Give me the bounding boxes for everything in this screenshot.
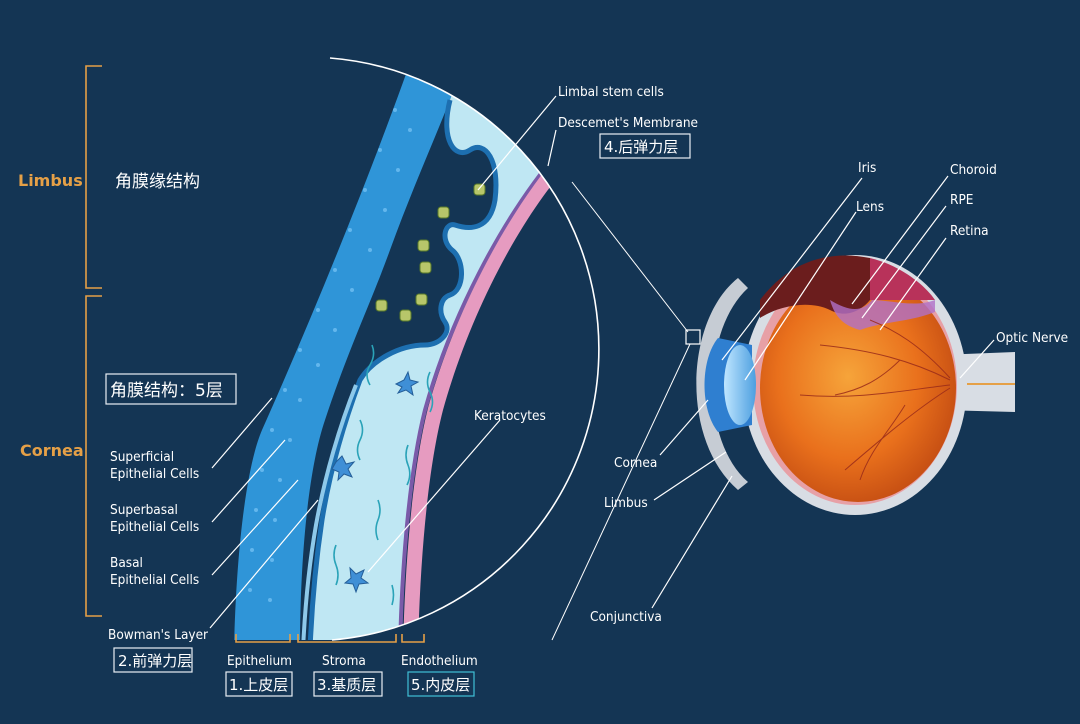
lens-shape [724,345,756,425]
layer-brackets [235,634,425,643]
layer-epithelium-cn: 1.上皮层 [229,676,288,694]
eye-limbus-label: Limbus [604,495,648,511]
superficial-label-1: Superficial [110,449,174,465]
layer-endothelium-label: Endothelium [401,653,478,669]
bowman-cn-box [113,647,193,673]
eye-cross-section [685,255,1015,515]
layer-stroma-box [313,671,383,697]
cornea-layers-cn: 角膜结构：5层 [110,381,223,401]
eye-pointer-lines [651,175,995,609]
descemet-membrane-line [398,148,562,640]
superbasal-label-1: Superbasal [110,502,178,518]
superficial-label-2: Epithelial Cells [110,466,199,482]
stroma-layer [310,58,599,640]
limbal-stem-label: Limbal stem cells [558,84,664,100]
zoom-lines [551,181,691,641]
bowmans-layer-line [301,384,358,640]
cornea-region-label: Cornea [20,441,84,460]
limbal-stem-cells [375,183,486,322]
layer-endothelium-cn: 5.内皮层 [411,676,470,694]
basal-label-1: Basal [110,555,143,571]
magnifier-outline [329,57,600,641]
descemet-cn-label: 4.后弹力层 [604,138,678,156]
retinal-vessels [799,319,951,481]
limbus-structure-cn: 角膜缘结构 [115,172,200,192]
stroma-fibres [333,344,434,606]
optic-nerve-label: Optic Nerve [996,330,1068,346]
keratocytes-label: Keratocytes [474,408,546,424]
magnified-cornea-section [234,58,599,640]
bowman-cn-label: 2.前弹力层 [118,652,192,670]
layer-epithelium-label: Epithelium [227,653,292,669]
epithelium-layer [234,58,470,640]
layer-stroma-cn: 3.基质层 [317,676,376,694]
eye-cornea-label: Cornea [614,455,657,471]
cornea-layers-box [105,373,237,405]
choroid-label: Choroid [950,162,997,178]
region-brackets [85,65,102,617]
lens-label: Lens [856,199,884,215]
rpe-label: RPE [950,192,973,208]
retina-label: Retina [950,223,989,239]
descemet-cn-box [599,133,691,159]
basal-cell-line [307,99,499,640]
basal-label-2: Epithelial Cells [110,572,199,588]
superbasal-label-2: Epithelial Cells [110,519,199,535]
descemet-label: Descemet's Membrane [558,115,698,131]
cutaway-window [760,255,870,318]
conjunctiva-label: Conjunctiva [590,609,662,625]
layer-stroma-label: Stroma [322,653,366,669]
keratocyte-cells [331,370,420,594]
cornea-dome [696,278,748,490]
layer-endothelium-box [407,671,475,697]
cell-pointer-lines [209,95,557,629]
epithelial-cell-texture [248,108,412,602]
endothelium-layer [403,148,574,640]
iris-label: Iris [858,160,876,176]
zoom-marker [685,329,701,345]
limbus-region-label: Limbus [18,171,83,190]
bowman-label: Bowman's Layer [108,627,208,643]
layer-epithelium-box [225,671,293,697]
